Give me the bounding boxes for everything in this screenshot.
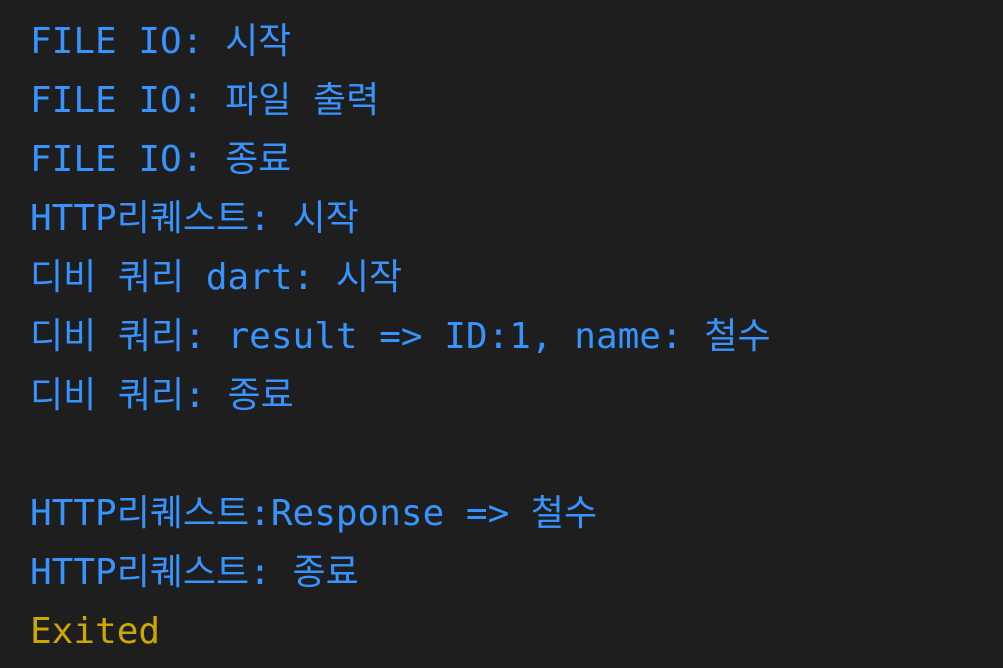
output-line: FILE IO: 파일 출력 (30, 80, 380, 121)
exit-status: Exited (30, 611, 161, 652)
output-line: FILE IO: 시작 (30, 21, 292, 62)
blank-line (30, 425, 1003, 484)
output-line: 디비 쿼리: 종료 (30, 375, 294, 416)
output-line: FILE IO: 종료 (30, 139, 292, 180)
output-line: HTTP리퀘스트: 시작 (30, 198, 359, 239)
output-line: 디비 쿼리 dart: 시작 (30, 257, 403, 298)
output-line: 디비 쿼리: result => ID:1, name: 철수 (30, 316, 771, 357)
output-line: HTTP리퀘스트:Response => 철수 (30, 493, 598, 534)
output-line: HTTP리퀘스트: 종료 (30, 552, 359, 593)
